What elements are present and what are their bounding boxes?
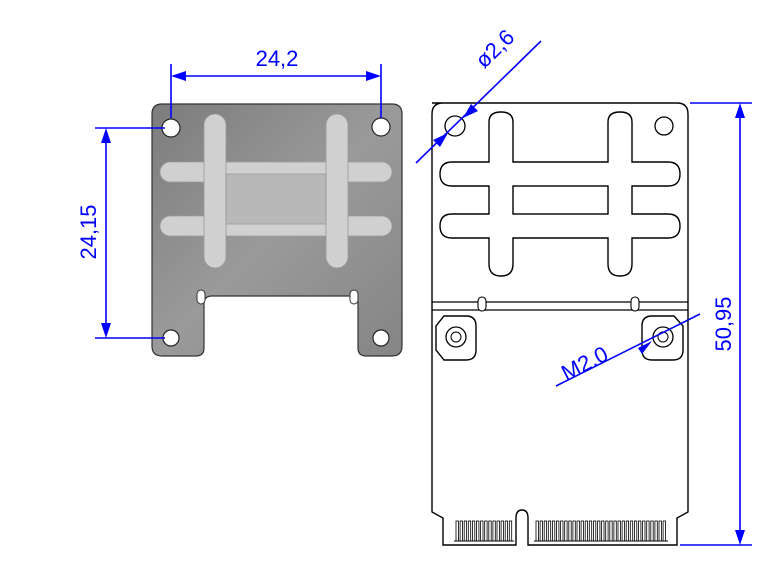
plate-notch-right xyxy=(349,289,359,305)
connector-pin xyxy=(613,520,617,542)
connector-pin xyxy=(496,520,500,542)
connector-pin xyxy=(593,520,597,542)
connector-pin xyxy=(601,520,605,542)
card-hole-top-right xyxy=(654,116,674,136)
connector-pin xyxy=(463,520,468,542)
connector-pin xyxy=(654,520,658,542)
connector-pin xyxy=(547,520,552,542)
connector-pin xyxy=(662,520,666,542)
connector-pin xyxy=(480,520,484,542)
connector-pin xyxy=(455,520,459,542)
connector-pin xyxy=(580,520,584,542)
card-relief-center xyxy=(512,185,609,215)
connector-pin xyxy=(508,520,513,542)
connector-pin xyxy=(642,520,646,542)
card-outline xyxy=(431,102,689,546)
dimension-plate-height: 24,15 xyxy=(76,127,165,339)
plate-height-label: 24,15 xyxy=(76,204,101,259)
plate-hole-bottom-right xyxy=(372,329,390,347)
hole-diameter-label: ø2,6 xyxy=(470,24,519,73)
plate-notch-left xyxy=(196,289,206,305)
connector-pin xyxy=(564,520,568,542)
connector-pin xyxy=(467,520,472,542)
connector-pin xyxy=(650,520,654,542)
connector-pin xyxy=(539,520,543,542)
connector-pin xyxy=(638,520,642,542)
connector-pin xyxy=(625,520,630,542)
standoff-left-inner xyxy=(450,331,462,343)
connector-pin xyxy=(568,520,572,542)
connector-pin xyxy=(609,520,613,542)
connector-pin xyxy=(629,520,634,542)
connector-pin xyxy=(572,520,576,542)
connector-pin xyxy=(605,520,609,542)
connector-pin xyxy=(597,520,601,542)
connector-pin xyxy=(500,520,504,542)
plate-hole-bottom-left xyxy=(162,329,180,347)
connector-pin xyxy=(617,520,621,542)
mini-pcie-card xyxy=(431,102,689,546)
connector-pin xyxy=(588,520,593,542)
card-relief-outline xyxy=(439,111,681,277)
card-rail-notch-left xyxy=(477,296,487,312)
standoff-right xyxy=(641,315,684,361)
connector-pin xyxy=(488,520,492,542)
adapter-plate xyxy=(151,103,403,357)
connector-pin xyxy=(556,520,560,542)
connector-pin xyxy=(476,520,480,542)
connector-pin xyxy=(560,520,564,542)
plate-width-label: 24,2 xyxy=(256,46,299,71)
dimension-plate-width: 24,2 xyxy=(170,46,382,118)
plate-hole-top-right xyxy=(371,117,391,137)
connector-pin xyxy=(646,520,650,542)
dimension-hole-diameter: ø2,6 xyxy=(415,24,542,164)
connector-pin xyxy=(658,520,662,542)
screw-thread-label: M2.0 xyxy=(557,341,612,385)
connector-pin xyxy=(576,520,580,542)
dimension-screw-thread: M2.0 xyxy=(555,313,701,387)
connector-pin xyxy=(535,520,539,542)
connector-pin xyxy=(543,520,548,542)
connector-pin xyxy=(621,520,625,542)
card-length-label: 50,95 xyxy=(711,296,736,351)
connector-pin xyxy=(584,520,589,542)
edge-connector-pins xyxy=(454,520,668,542)
connector-pin xyxy=(504,520,509,542)
card-rail-notch-right xyxy=(630,296,640,312)
plate-relief xyxy=(159,113,393,269)
dimension-card-length: 50,95 xyxy=(680,102,752,546)
connector-pin xyxy=(492,520,496,542)
connector-pin xyxy=(634,520,638,542)
standoff-left xyxy=(435,315,477,361)
connector-pin xyxy=(459,520,463,542)
connector-pin xyxy=(471,520,476,542)
connector-pin xyxy=(484,520,488,542)
connector-pin xyxy=(552,520,556,542)
